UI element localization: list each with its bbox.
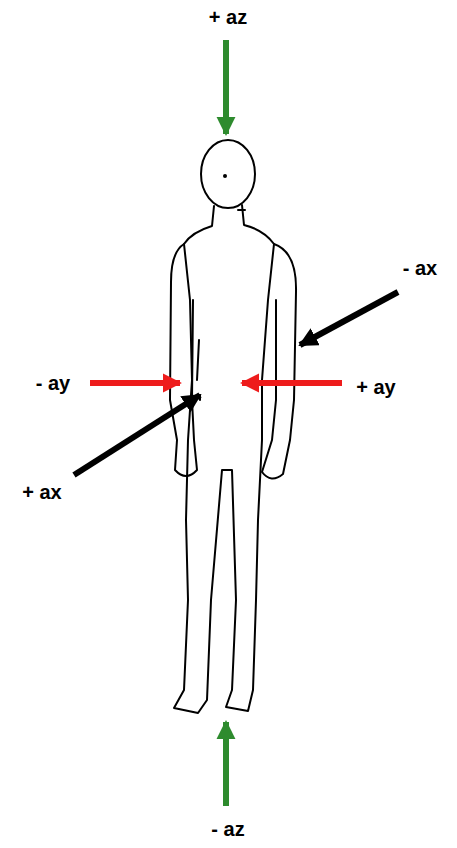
axis-label: + ay [356,376,395,398]
ay-arrow [242,380,342,386]
axis-label: - ax [403,257,437,279]
ax-arrow [74,395,200,475]
ay-arrow [90,380,180,386]
axis-label: - ay [36,372,70,394]
axis-label: + ax [22,481,61,503]
human-figure [170,140,296,713]
axis-label: + az [209,6,247,28]
az-arrow [223,40,229,134]
axis-label: - az [211,818,244,840]
axis-arrows [74,40,398,806]
ax-arrow [300,292,398,345]
az-arrow [223,722,229,806]
